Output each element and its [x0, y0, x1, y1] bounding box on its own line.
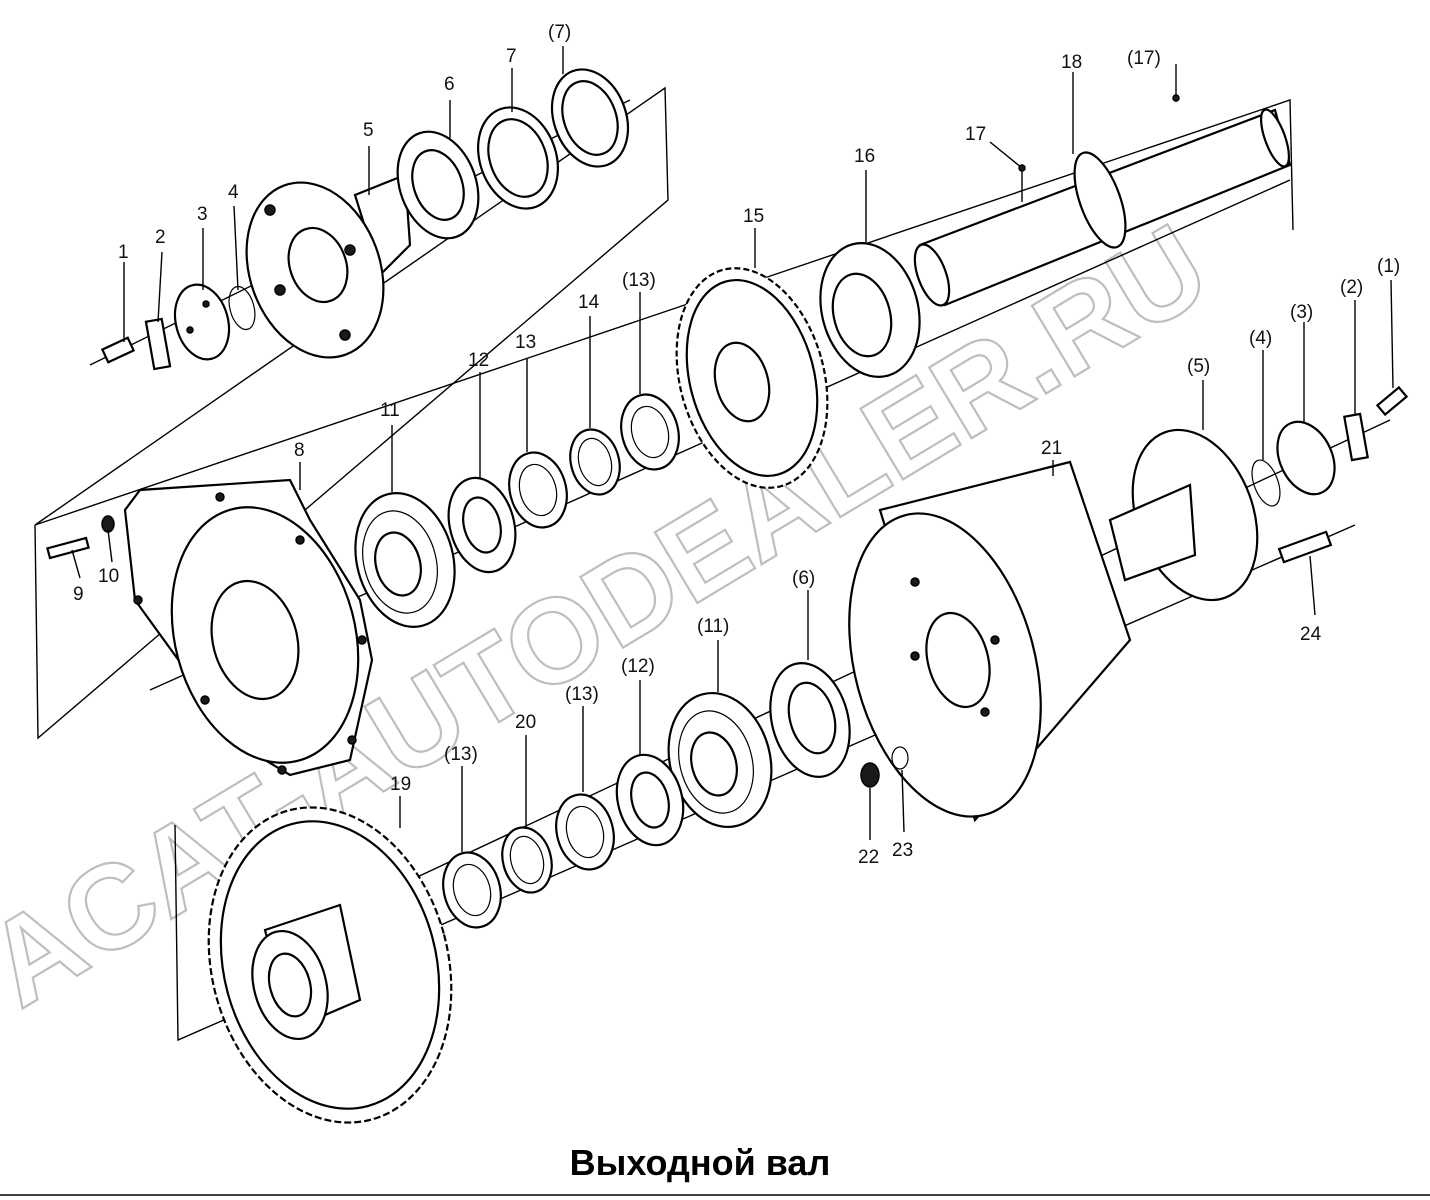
part-lock-plate-2 — [144, 317, 172, 371]
label-13b: (13) — [622, 270, 656, 291]
label-14: 14 — [578, 292, 600, 313]
label-3b: (3) — [1290, 302, 1313, 323]
label-1: 1 — [118, 242, 129, 263]
part-spacer-12 — [447, 476, 517, 574]
part-ring-7 — [477, 106, 559, 210]
label-8: 8 — [294, 440, 305, 461]
part-oring-4b — [1251, 459, 1281, 507]
label-13: 13 — [515, 332, 536, 353]
part-bolt-1 — [100, 336, 136, 364]
part-gear-19 — [207, 806, 453, 1124]
label-22: 22 — [858, 847, 879, 868]
part-shaft-18 — [913, 108, 1292, 307]
part-washer-10 — [101, 515, 115, 533]
part-bolt-9 — [46, 536, 90, 560]
label-10: 10 — [98, 566, 119, 587]
label-11: 11 — [380, 400, 400, 421]
label-11b: (11) — [697, 616, 729, 637]
part-flange-5b — [1108, 428, 1259, 602]
part-seal-6 — [396, 130, 480, 240]
part-cover-3 — [173, 283, 231, 361]
part-cover-3b — [1276, 420, 1336, 496]
label-15: 15 — [743, 206, 764, 227]
part-bearing-11 — [354, 492, 456, 628]
label-3: 3 — [197, 204, 208, 225]
part-ring-7b — [550, 68, 630, 168]
label-18: 18 — [1061, 52, 1082, 73]
label-2: 2 — [155, 227, 166, 248]
part-lock-plate-2b — [1343, 412, 1369, 462]
label-12b: (12) — [621, 656, 655, 677]
label-4b: (4) — [1249, 328, 1272, 349]
label-9: 9 — [73, 584, 84, 605]
part-hub-16 — [819, 242, 921, 378]
label-17b: (17) — [1127, 48, 1161, 69]
part-gear-15 — [675, 267, 829, 489]
label-17: 17 — [965, 124, 986, 145]
part-labels: 1 2 3 4 5 6 7 (7) 8 9 10 11 12 13 14 (13… — [73, 22, 1400, 868]
label-20: 20 — [515, 712, 536, 733]
diagram-title: Выходной вал — [570, 1142, 831, 1183]
label-6: 6 — [444, 74, 455, 95]
leader-lines — [71, 46, 1394, 852]
part-bolt-24 — [1277, 530, 1333, 564]
label-24: 24 — [1300, 624, 1322, 645]
label-13d: (13) — [444, 744, 478, 765]
part-drum-21 — [848, 460, 1132, 823]
label-16: 16 — [854, 146, 875, 167]
part-washer-23 — [891, 746, 909, 770]
label-21: 21 — [1041, 438, 1062, 459]
part-needle-bearing-13 — [508, 451, 568, 529]
part-nut-22 — [860, 762, 880, 788]
middle-frame — [34, 99, 1294, 526]
label-5b: (5) — [1187, 356, 1210, 377]
label-7: 7 — [506, 46, 517, 67]
part-needle-bearing-13b — [620, 393, 680, 471]
part-needle-bearing-13d — [442, 851, 502, 929]
part-needle-bearing-13c — [555, 793, 615, 871]
label-7b: (7) — [548, 22, 571, 43]
label-2b: (2) — [1340, 277, 1363, 298]
part-bolt-1b — [1375, 385, 1409, 417]
part-flange-5 — [245, 173, 412, 359]
label-13c: (13) — [565, 684, 599, 705]
part-housing-8 — [123, 478, 374, 777]
label-23: 23 — [892, 840, 913, 861]
part-oring-4 — [228, 285, 256, 331]
label-5: 5 — [363, 120, 374, 141]
label-4: 4 — [228, 182, 239, 203]
label-12: 12 — [468, 350, 489, 371]
part-sleeve-20 — [501, 826, 553, 894]
label-19: 19 — [390, 774, 411, 795]
label-6b: (6) — [792, 568, 815, 589]
part-spacer-12b — [615, 753, 685, 847]
part-bearing-11b — [667, 691, 773, 829]
part-sleeve-14 — [569, 428, 621, 496]
part-seal-6b — [769, 662, 851, 778]
label-1b: (1) — [1377, 256, 1400, 277]
